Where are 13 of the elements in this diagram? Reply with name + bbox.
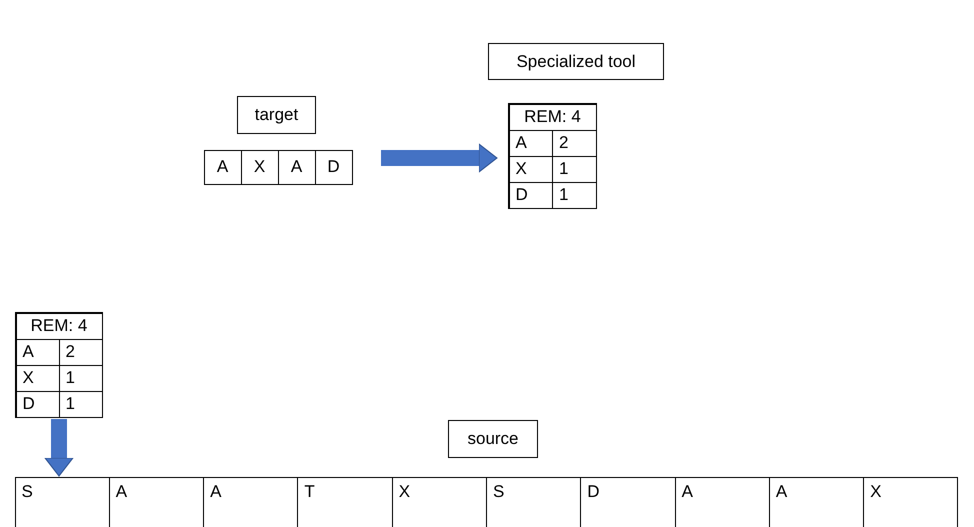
block-arrow	[44, 419, 74, 476]
array-cell: S	[14, 476, 110, 527]
array-cell: A	[204, 150, 242, 184]
table-cell: REM: 4	[16, 312, 102, 340]
array-cell: X	[863, 476, 958, 527]
label-box: source	[448, 420, 538, 458]
array-cell: A	[278, 150, 316, 184]
label-box: target	[237, 96, 316, 134]
array-cell: D	[314, 150, 352, 184]
label-box: Specialized tool	[488, 43, 664, 80]
array-cell: X	[240, 150, 278, 184]
block-arrow	[381, 144, 498, 172]
table-cell: REM: 4	[508, 104, 596, 130]
